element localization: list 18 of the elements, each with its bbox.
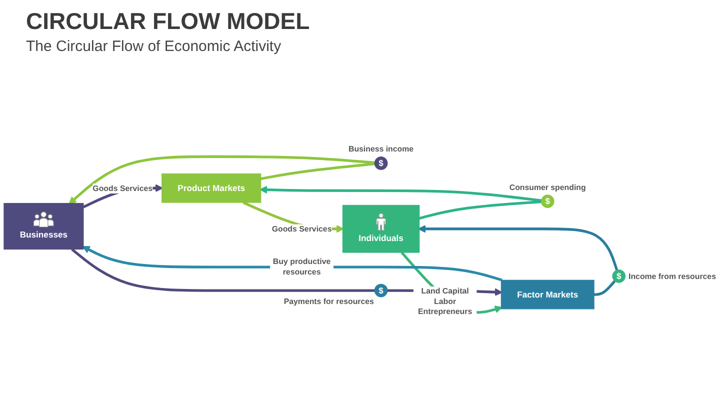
subtitle: The Circular Flow of Economic Activity	[26, 38, 282, 55]
arrow	[418, 224, 618, 271]
title: CIRCULAR FLOW MODEL	[26, 8, 310, 35]
connector	[594, 280, 616, 296]
node-circle: $	[374, 284, 388, 298]
node-box: Businesses	[4, 202, 84, 250]
connector	[260, 162, 375, 180]
connector	[418, 200, 542, 220]
node-box: Individuals	[342, 204, 420, 253]
node-box: Product Markets	[162, 173, 262, 203]
arrow	[68, 155, 375, 204]
arrow	[82, 246, 502, 282]
arrow	[260, 186, 542, 202]
connector	[71, 248, 375, 292]
node-circle: $	[374, 156, 388, 170]
node-circle: $	[612, 270, 626, 283]
node-circle: $	[540, 194, 554, 208]
node-box: Factor Markets	[500, 280, 594, 310]
